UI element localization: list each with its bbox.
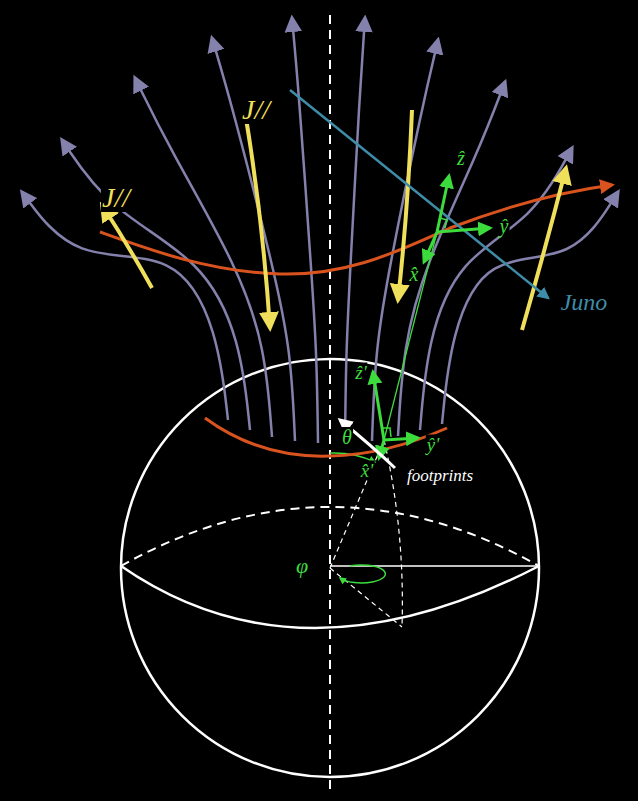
juno-trajectory (290, 90, 548, 298)
juno-altitude-oval (100, 185, 612, 274)
field-line (22, 192, 228, 420)
current-label: J// (101, 184, 131, 212)
axis-label: ẑ' (354, 363, 367, 382)
y-axis (437, 228, 490, 232)
field-lines (22, 18, 618, 443)
field-line (135, 78, 272, 437)
field-line (212, 38, 295, 441)
field-line (398, 82, 505, 436)
phi-arc (340, 565, 385, 583)
rotation-axis (329, 15, 331, 790)
auroral-oval (205, 418, 447, 456)
mapping-line (384, 232, 437, 440)
angle-label: φ (295, 555, 309, 577)
longitude-projection (330, 568, 402, 627)
axis-label: ŷ' (426, 435, 441, 454)
axis-label: x̂' (360, 461, 375, 480)
axis-label: ŷ (499, 216, 510, 236)
z-axis (437, 176, 449, 232)
field-line (372, 40, 438, 441)
angle-label: θ (341, 427, 353, 447)
right-angle-mark (382, 428, 391, 437)
current-arrow (102, 205, 152, 288)
equator-back (121, 507, 539, 566)
field-line (420, 148, 572, 430)
y-axis-footprint (384, 438, 418, 440)
current-label: J// (241, 96, 271, 124)
right-angle-mark (440, 218, 447, 228)
equator-front (121, 566, 539, 628)
planet-sphere (121, 359, 539, 777)
current-arrow (243, 100, 270, 328)
field-line (292, 18, 318, 443)
colatitude-radius (330, 440, 384, 568)
x-axis (424, 232, 437, 262)
axis-label: x̂ (409, 264, 420, 284)
z-axis-footprint (373, 372, 384, 440)
field-line (62, 140, 250, 430)
footprint-label: footprints (406, 467, 474, 484)
spacecraft-label: Juno (560, 290, 609, 314)
axis-label: ẑ (456, 148, 466, 168)
